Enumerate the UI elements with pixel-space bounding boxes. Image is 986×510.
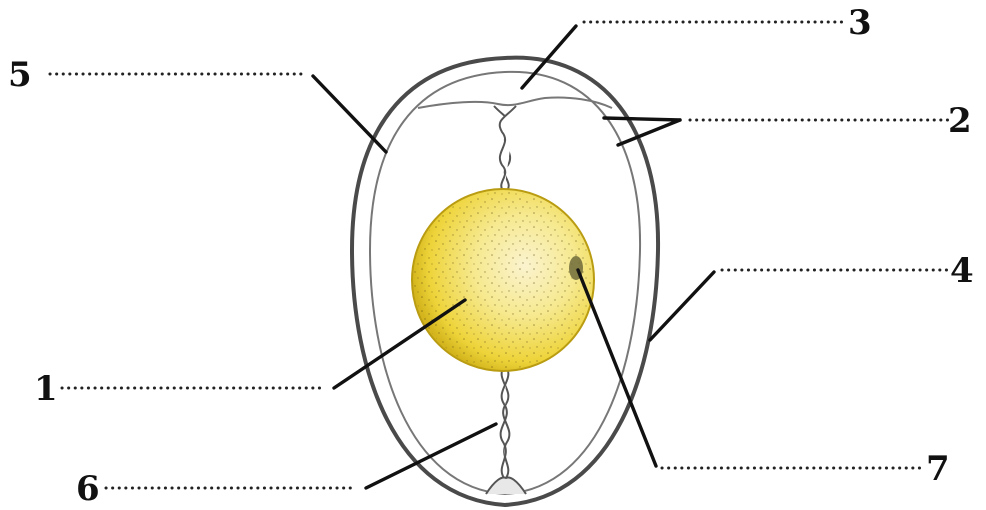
label-1: 1 (34, 369, 58, 409)
label-5: 5 (8, 55, 32, 95)
label-6: 6 (76, 469, 100, 509)
yolk-speckles (414, 191, 592, 369)
label-7: 7 (926, 449, 950, 489)
label-2: 2 (948, 101, 972, 141)
label-3: 3 (848, 3, 872, 43)
leader-line-2a (604, 118, 680, 120)
leader-line-5 (313, 76, 386, 152)
label-4: 4 (950, 251, 974, 291)
leader-line-4 (650, 272, 714, 340)
